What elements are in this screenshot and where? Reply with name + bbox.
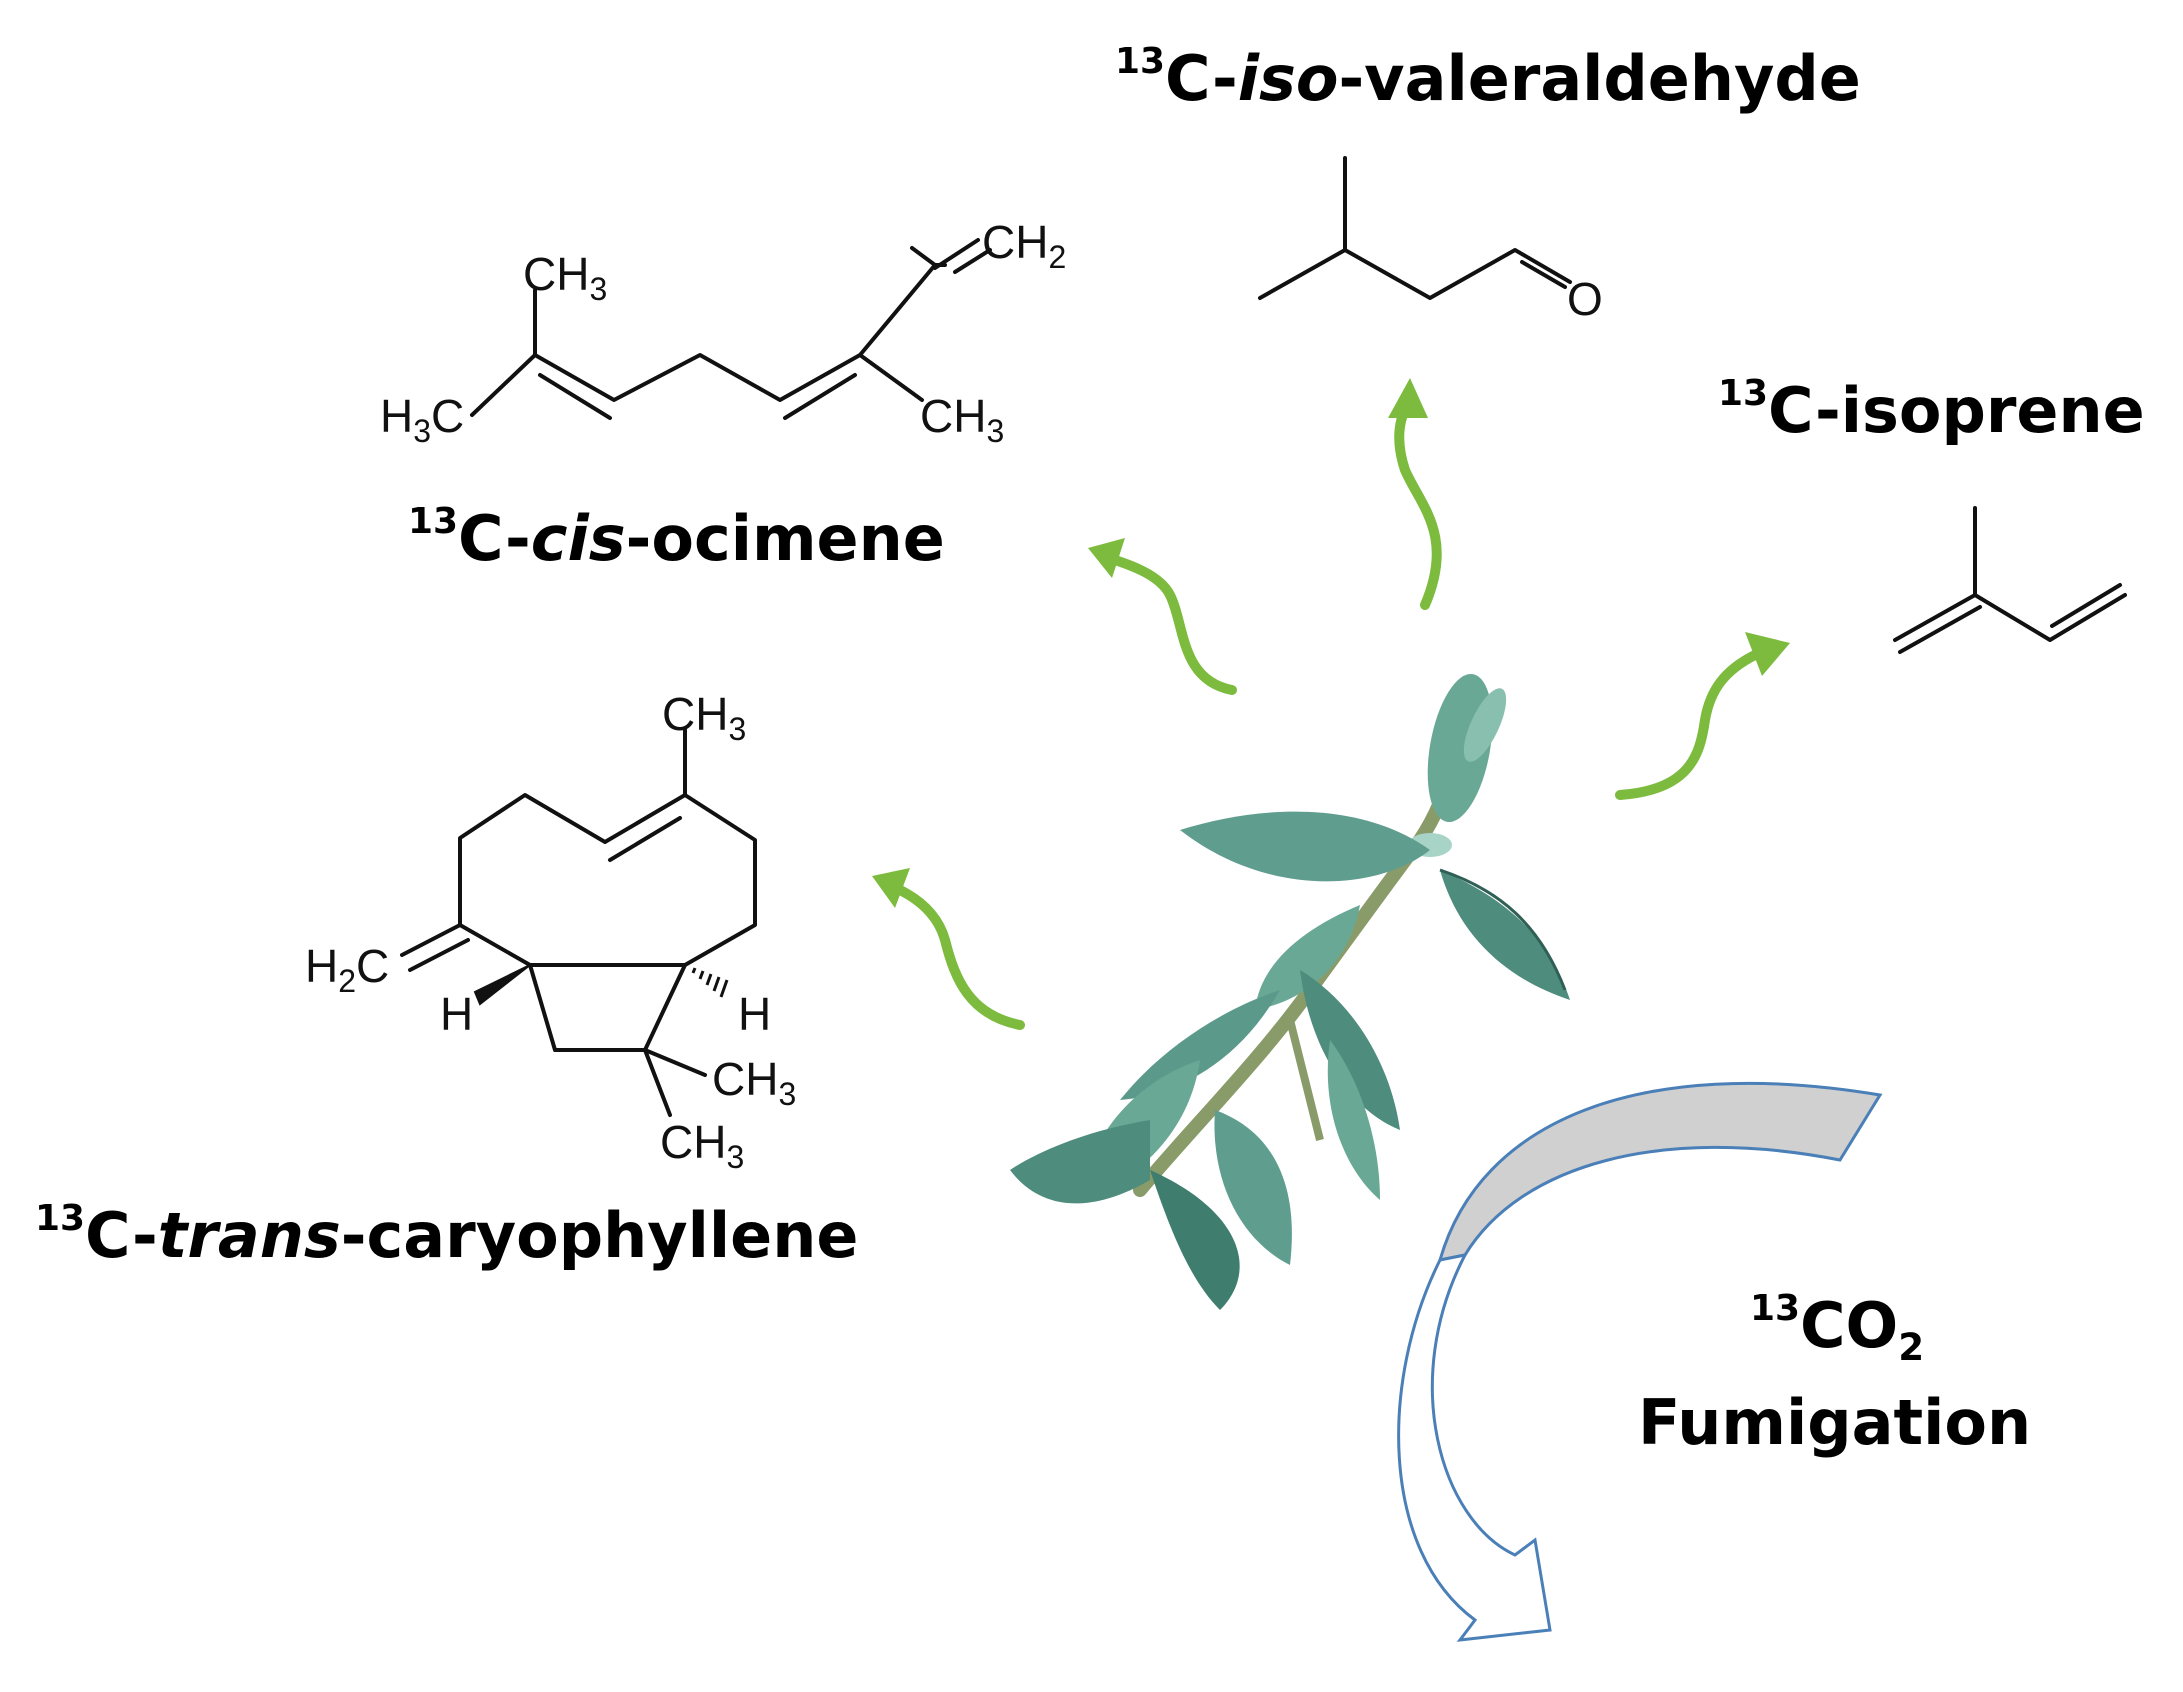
caryophyllene-h2c: H2C	[305, 940, 389, 999]
caryophyllene-h-right: H	[738, 988, 771, 1040]
ocimene-h3c-left: H3C	[380, 390, 464, 449]
ocimene-ch3-right: CH3	[920, 390, 1004, 449]
ocimene-label: 13C-cis-ocimene	[408, 501, 945, 575]
caryophyllene-ch3-bottom: CH3	[660, 1116, 744, 1175]
fumigation-arrow	[1397, 1081, 1883, 1642]
arrow-to-ocimene	[1088, 538, 1237, 695]
valeraldehyde-oxygen: O	[1567, 273, 1603, 325]
isoprene-label: 13C-isoprene	[1718, 373, 2145, 447]
caryophyllene-label: 13C-trans-caryophyllene	[35, 1198, 859, 1272]
arrow-to-valeraldehyde	[1388, 378, 1442, 610]
eucalyptus-sprig-icon	[1010, 673, 1570, 1310]
emission-arrows	[872, 378, 1790, 1030]
ocimene-ch3-top: CH3	[523, 248, 607, 307]
arrow-to-caryophyllene	[872, 868, 1025, 1030]
caryophyllene-ch3-top: CH3	[662, 688, 746, 747]
fumigation-gas-label: 13CO2	[1750, 1288, 1925, 1370]
valeraldehyde-structure: O	[1258, 156, 1603, 325]
isoprene-structure	[1893, 506, 2127, 654]
fumigation-label: Fumigation	[1638, 1386, 2032, 1459]
ocimene-ch2-top: CH2	[982, 216, 1066, 275]
caryophyllene-h-left: H	[440, 988, 473, 1040]
valeraldehyde-label: 13C-iso-valeraldehyde	[1115, 41, 1861, 115]
arrow-to-isoprene	[1615, 632, 1790, 800]
ocimene-structure: CH3 H3C CH3 CH2	[380, 216, 1066, 449]
caryophyllene-structure: CH3 H2C H H CH3 CH3	[305, 688, 796, 1175]
caryophyllene-ch3-right: CH3	[712, 1053, 796, 1112]
